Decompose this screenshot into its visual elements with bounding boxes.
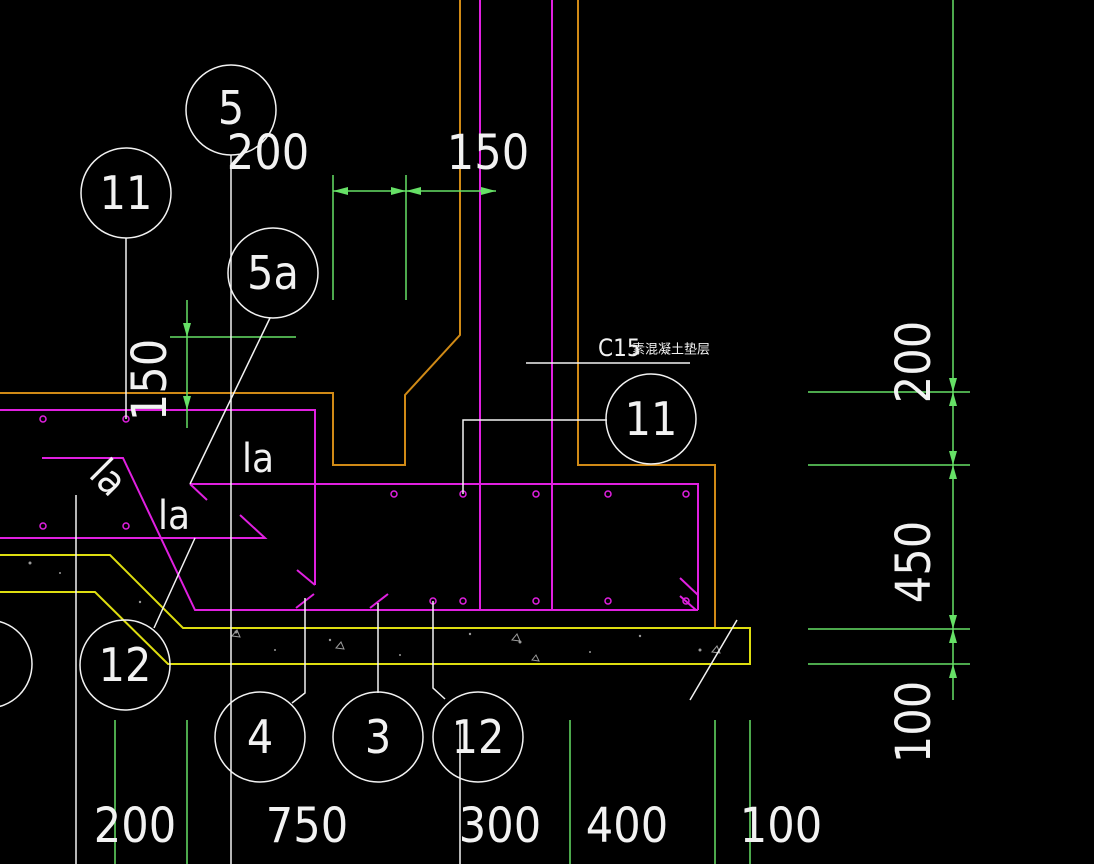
dim-bottom-300: 300	[459, 798, 541, 854]
bedding-label-grade: C15	[598, 334, 641, 362]
dim-top-150: 150	[447, 125, 529, 181]
callout-11-right-circle	[605, 373, 697, 465]
break-line	[689, 619, 738, 701]
callout-12-left-circle	[79, 619, 171, 711]
callout-4-circle	[214, 691, 306, 783]
bedding-label-text: 素混凝土垫层	[632, 342, 710, 358]
callout-12-bottom-text: 12	[452, 710, 505, 764]
callout-5-text: 5	[218, 81, 244, 135]
dim-right-100: 100	[886, 681, 942, 763]
callout-11-right-text: 11	[625, 392, 678, 446]
callout-5-circle	[185, 64, 277, 156]
bedding-layer	[0, 554, 751, 665]
callout-4-text: 4	[247, 710, 273, 764]
leader-lines	[75, 155, 690, 864]
callout-3-circle	[332, 691, 424, 783]
dim-right-450: 450	[886, 521, 942, 603]
callout-11-top-text: 11	[100, 166, 153, 220]
callout-12-left-text: 12	[99, 638, 152, 692]
callout-circles	[0, 64, 697, 783]
callout-12-bottom-circle	[432, 691, 524, 783]
dim-bottom-750: 750	[266, 798, 348, 854]
callout-5a-circle	[227, 227, 319, 319]
dimension-arrows	[183, 187, 957, 678]
rebar-dots	[39, 415, 690, 605]
callout-11-top-circle	[80, 147, 172, 239]
dim-left-150: 150	[122, 339, 178, 421]
callout-partial-circle	[0, 620, 33, 708]
wall-outline	[0, 0, 716, 628]
callout-5a-text: 5a	[247, 246, 299, 300]
bedding-hatch	[28, 561, 721, 662]
label-la-lower: la	[158, 493, 190, 539]
dim-bottom-100: 100	[740, 798, 822, 854]
dim-right-200: 200	[886, 321, 942, 403]
callout-3-text: 3	[365, 710, 391, 764]
dimension-lines	[114, 0, 970, 864]
dim-bottom-400: 400	[586, 798, 668, 854]
label-la-upper: la	[242, 436, 274, 482]
rebar	[0, 0, 699, 611]
dim-top-200: 200	[227, 125, 309, 181]
dim-bottom-200: 200	[94, 798, 176, 854]
